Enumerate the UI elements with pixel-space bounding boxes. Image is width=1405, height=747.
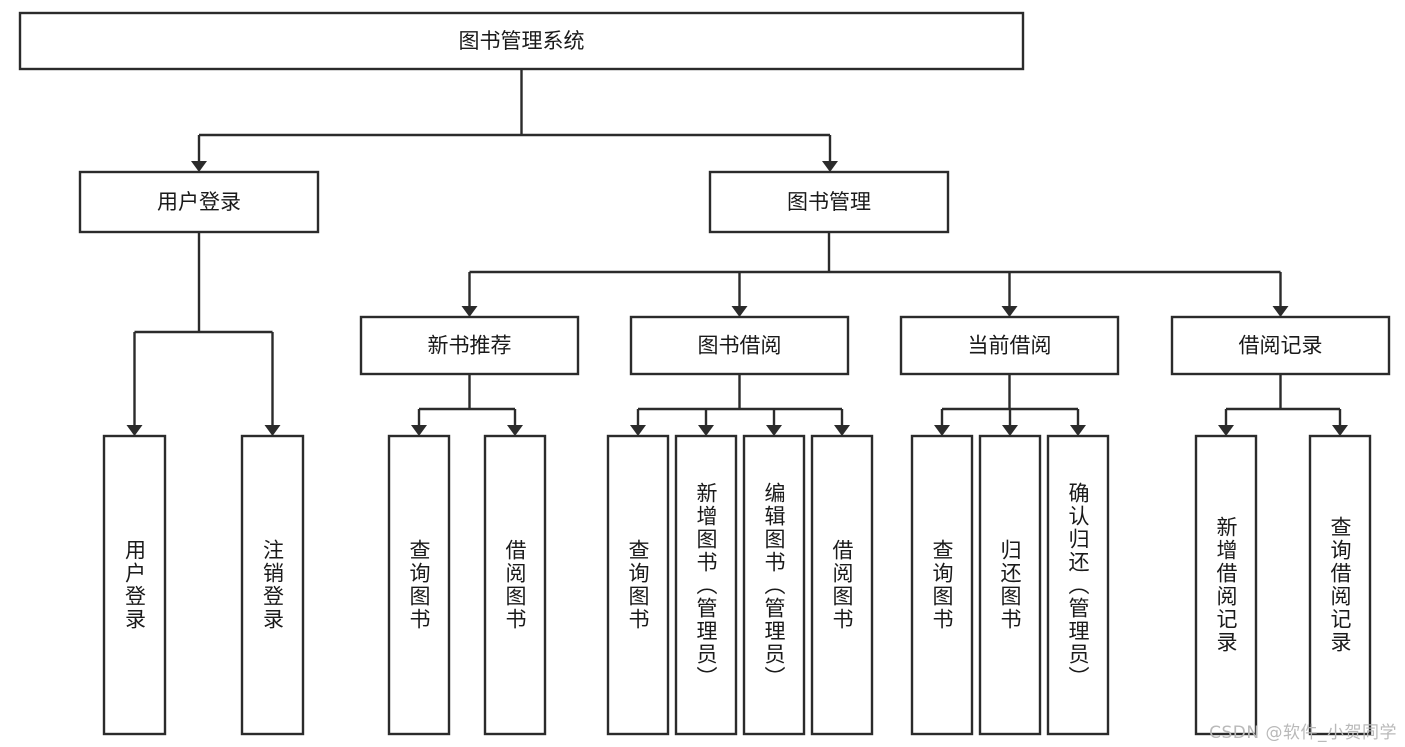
arrow-head-icon <box>1218 425 1234 436</box>
n-borrow-record-box[interactable] <box>1170 315 1391 376</box>
leaf-br-add-record-box[interactable] <box>1194 434 1258 736</box>
arrow-head-icon <box>1070 425 1086 436</box>
leaf-bb-add-book-box[interactable] <box>674 434 738 736</box>
arrow-head-icon <box>834 425 850 436</box>
leaf-cb-return-book-box[interactable] <box>978 434 1042 736</box>
arrow-head-icon <box>1332 425 1348 436</box>
root-node-box[interactable] <box>18 11 1025 71</box>
arrow-head-icon <box>766 425 782 436</box>
leaf-rec-borrow-book-box[interactable] <box>483 434 547 736</box>
n-book-borrow-box[interactable] <box>629 315 850 376</box>
connector-line <box>133 232 274 426</box>
leaf-br-query-record-box[interactable] <box>1308 434 1372 736</box>
connector-line <box>636 374 844 426</box>
arrow-head-icon <box>934 425 950 436</box>
arrow-head-icon <box>126 425 143 436</box>
leaf-user-login-box[interactable] <box>102 434 167 736</box>
connector-line <box>1224 374 1342 426</box>
n-user-login-box[interactable] <box>78 170 320 234</box>
arrow-head-icon <box>731 306 748 317</box>
n-current-borrow-label: 当前借阅 <box>968 334 1052 358</box>
arrow-head-icon <box>698 425 714 436</box>
node-boxes-layer <box>18 11 1391 736</box>
connectors-layer <box>126 69 1348 436</box>
arrow-head-icon <box>1001 306 1018 317</box>
arrow-head-icon <box>191 161 207 172</box>
leaf-bb-query-book-box[interactable] <box>606 434 670 736</box>
n-new-book-rec-box[interactable] <box>359 315 580 376</box>
arrow-head-icon <box>630 425 646 436</box>
n-borrow-record-label: 借阅记录 <box>1239 334 1323 358</box>
root-node-label: 图书管理系统 <box>459 29 585 53</box>
arrow-head-icon <box>1002 425 1018 436</box>
n-new-book-rec-label: 新书推荐 <box>428 334 512 358</box>
n-book-borrow-label: 图书借阅 <box>698 334 782 358</box>
leaf-cb-confirm-return-box[interactable] <box>1046 434 1110 736</box>
arrow-head-icon <box>822 161 838 172</box>
n-current-borrow-box[interactable] <box>899 315 1120 376</box>
connector-line <box>197 69 832 162</box>
connector-line <box>468 232 1282 307</box>
leaf-rec-query-book-box[interactable] <box>387 434 451 736</box>
arrow-head-icon <box>1272 306 1289 317</box>
arrow-head-icon <box>461 306 478 317</box>
arrow-head-icon <box>507 425 523 436</box>
leaf-user-logout-box[interactable] <box>240 434 305 736</box>
n-book-mgmt-label: 图书管理 <box>787 190 871 214</box>
n-book-mgmt-box[interactable] <box>708 170 950 234</box>
leaf-bb-borrow-book-box[interactable] <box>810 434 874 736</box>
leaf-cb-query-book-box[interactable] <box>910 434 974 736</box>
n-user-login-label: 用户登录 <box>157 190 241 214</box>
connector-line <box>940 374 1080 426</box>
arrow-head-icon <box>264 425 281 436</box>
connector-line <box>417 374 517 426</box>
leaf-bb-edit-book-box[interactable] <box>742 434 806 736</box>
arrow-head-icon <box>411 425 427 436</box>
